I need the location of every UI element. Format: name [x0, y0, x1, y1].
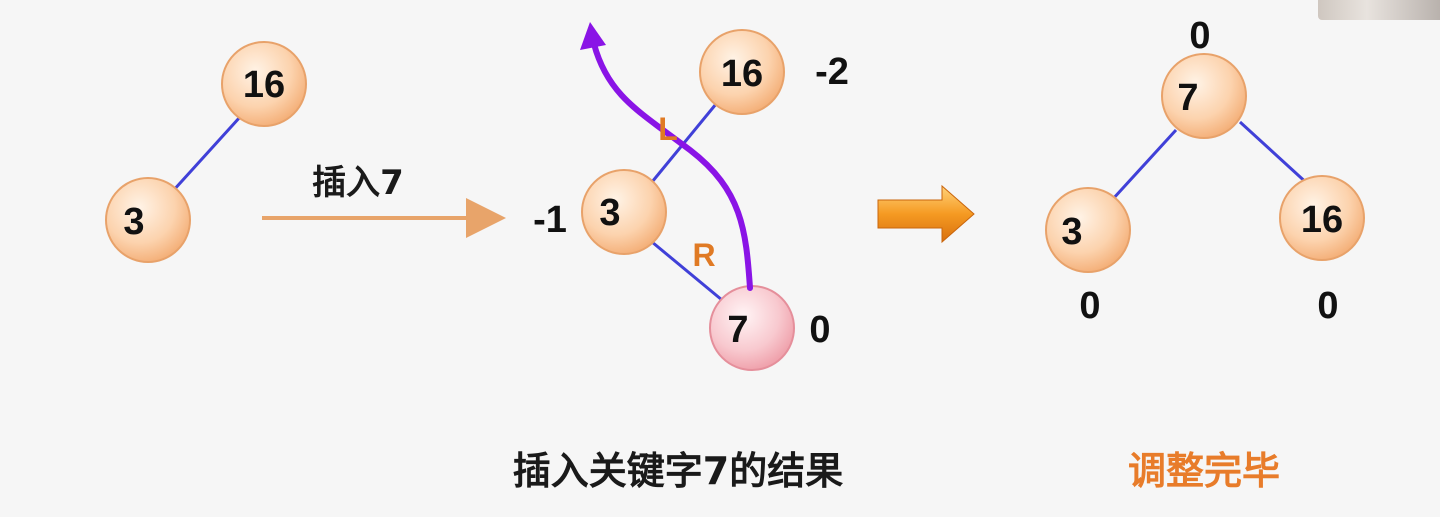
edge-7-16	[1238, 120, 1312, 188]
balance-factor: 0	[1079, 285, 1100, 327]
tree-node: 7	[1161, 53, 1247, 139]
panel-before: 16 3	[105, 41, 307, 263]
balance-factor: -2	[815, 51, 849, 93]
node-label: 16	[721, 53, 763, 95]
balance-factor: -1	[533, 199, 567, 241]
node-label: 7	[727, 309, 748, 351]
inserted-caption: 插入关键字7的结果	[513, 449, 843, 493]
node-label: 3	[1061, 211, 1082, 253]
tree-node: 3	[1045, 187, 1131, 273]
tree-node: 16	[221, 41, 307, 127]
tree-node: 16	[699, 29, 785, 115]
panel-inserted: 16 -2 3 -1 7 0 L R 插入关键字7的结果	[513, 22, 849, 493]
node-label: 16	[1301, 199, 1343, 241]
edge-3-7	[651, 240, 723, 302]
tree-node: 3	[581, 169, 667, 255]
node-label: 3	[599, 192, 620, 234]
edge-16-3	[170, 115, 242, 194]
tree-node: 16	[1279, 175, 1365, 261]
lr-path-arrowhead-icon	[580, 22, 606, 50]
path-label-l: L	[658, 111, 678, 147]
tree-node: 3	[105, 177, 191, 263]
transform-arrow-icon	[877, 184, 975, 244]
lr-path-curve	[591, 41, 753, 291]
panel-result: 0 7 3 0 16 0 调整完毕	[1045, 15, 1365, 493]
tree-node-new: 7	[709, 285, 795, 371]
balance-factor: 0	[1317, 285, 1338, 327]
balance-factor: 0	[809, 309, 830, 351]
path-label-r: R	[692, 237, 715, 273]
node-label: 7	[1177, 77, 1198, 119]
insert-arrow-label: 插入7	[312, 163, 404, 203]
insert-arrow: 插入7	[262, 163, 506, 238]
result-caption: 调整完毕	[1128, 449, 1280, 493]
node-label: 3	[123, 201, 144, 243]
edge-7-3	[1110, 128, 1178, 202]
node-label: 16	[243, 64, 285, 106]
presenter-video-thumbnail	[1318, 0, 1440, 20]
balance-factor: 0	[1189, 15, 1210, 57]
